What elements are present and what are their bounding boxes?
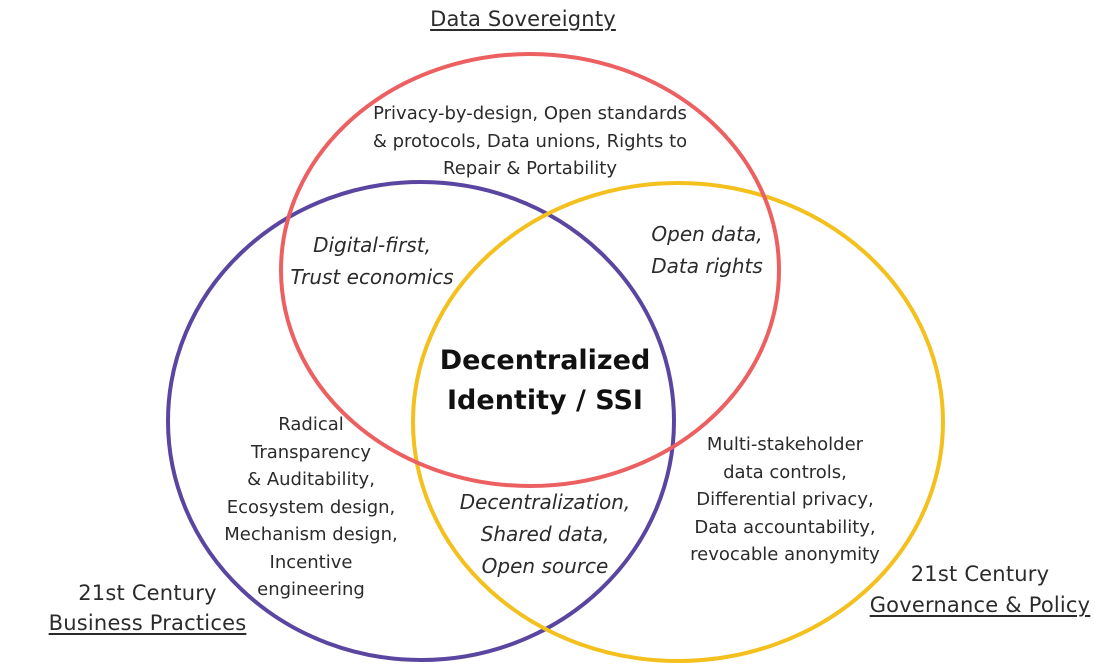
governance-policy-circle [411, 181, 945, 663]
governance-policy-only-text: Multi-stakeholder data controls, Differe… [690, 434, 880, 565]
business-practices-circle [166, 180, 676, 662]
governance-policy-title-line2: Governance & Policy [869, 593, 1091, 617]
data-sovereignty-circle [279, 52, 781, 488]
business-practices-title-line2: Business Practices [48, 611, 247, 635]
governance-policy-title-line1: 21st Century [910, 562, 1050, 586]
sovereignty-business-overlap-text: Digital-first, Trust economics [290, 233, 454, 289]
data-sovereignty-only-text: Privacy-by-design, Open standards & prot… [372, 103, 688, 179]
center-text: Decentralized Identity / SSI [439, 345, 651, 416]
governance-policy-title: 21st Century Governance & Policy [860, 564, 1100, 616]
business-practices-title-line1: 21st Century [78, 581, 217, 605]
business-practices-only-text: Radical Transparency & Auditability, Eco… [224, 414, 398, 600]
data-sovereignty-title: Data Sovereignty [430, 7, 616, 31]
sovereignty-governance-overlap-text: Open data, Data rights [651, 222, 763, 278]
business-practices-title: 21st Century Business Practices [30, 583, 265, 634]
business-governance-overlap-text: Decentralization, Shared data, Open sour… [459, 490, 631, 578]
